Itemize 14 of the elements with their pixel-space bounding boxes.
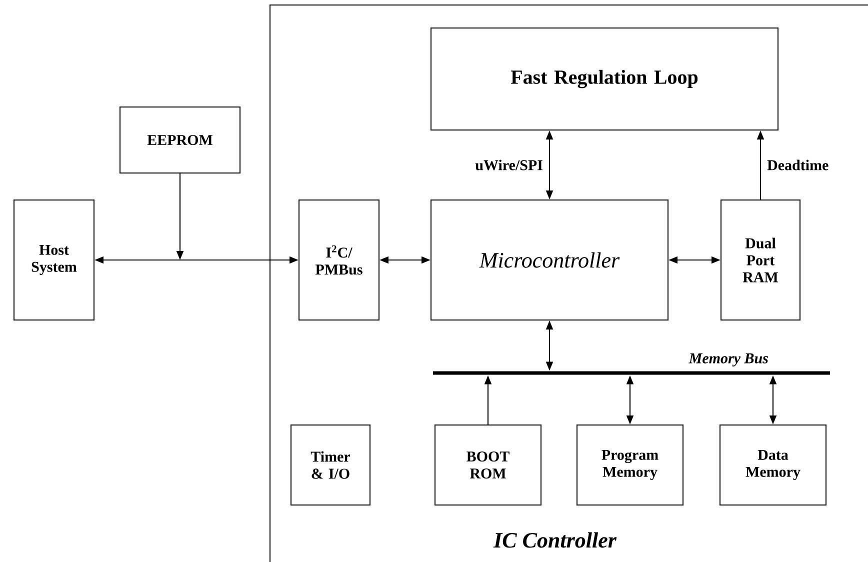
ram-box: Dual Port RAM <box>720 200 800 320</box>
timer-box: Timer & I/O <box>290 424 370 506</box>
memory-box: Data Memory <box>720 424 826 506</box>
host-box: Host System <box>14 200 94 320</box>
memory-box: Program Memory <box>576 424 684 506</box>
edge-label: uWire/SPI <box>474 158 544 172</box>
memory-box: EEPROM <box>120 106 240 174</box>
edge-label: Deadtime <box>766 158 830 172</box>
region-title: IC Controller <box>493 532 617 548</box>
bus-label: Memory Bus <box>688 353 768 366</box>
rom-box: BOOT ROM <box>434 424 542 506</box>
interface-box: I$^{2}$C/ PMBus <box>298 200 380 320</box>
processor-box: Microcontroller <box>430 200 668 320</box>
loop-box: Fast Regulation Loop <box>430 28 778 130</box>
